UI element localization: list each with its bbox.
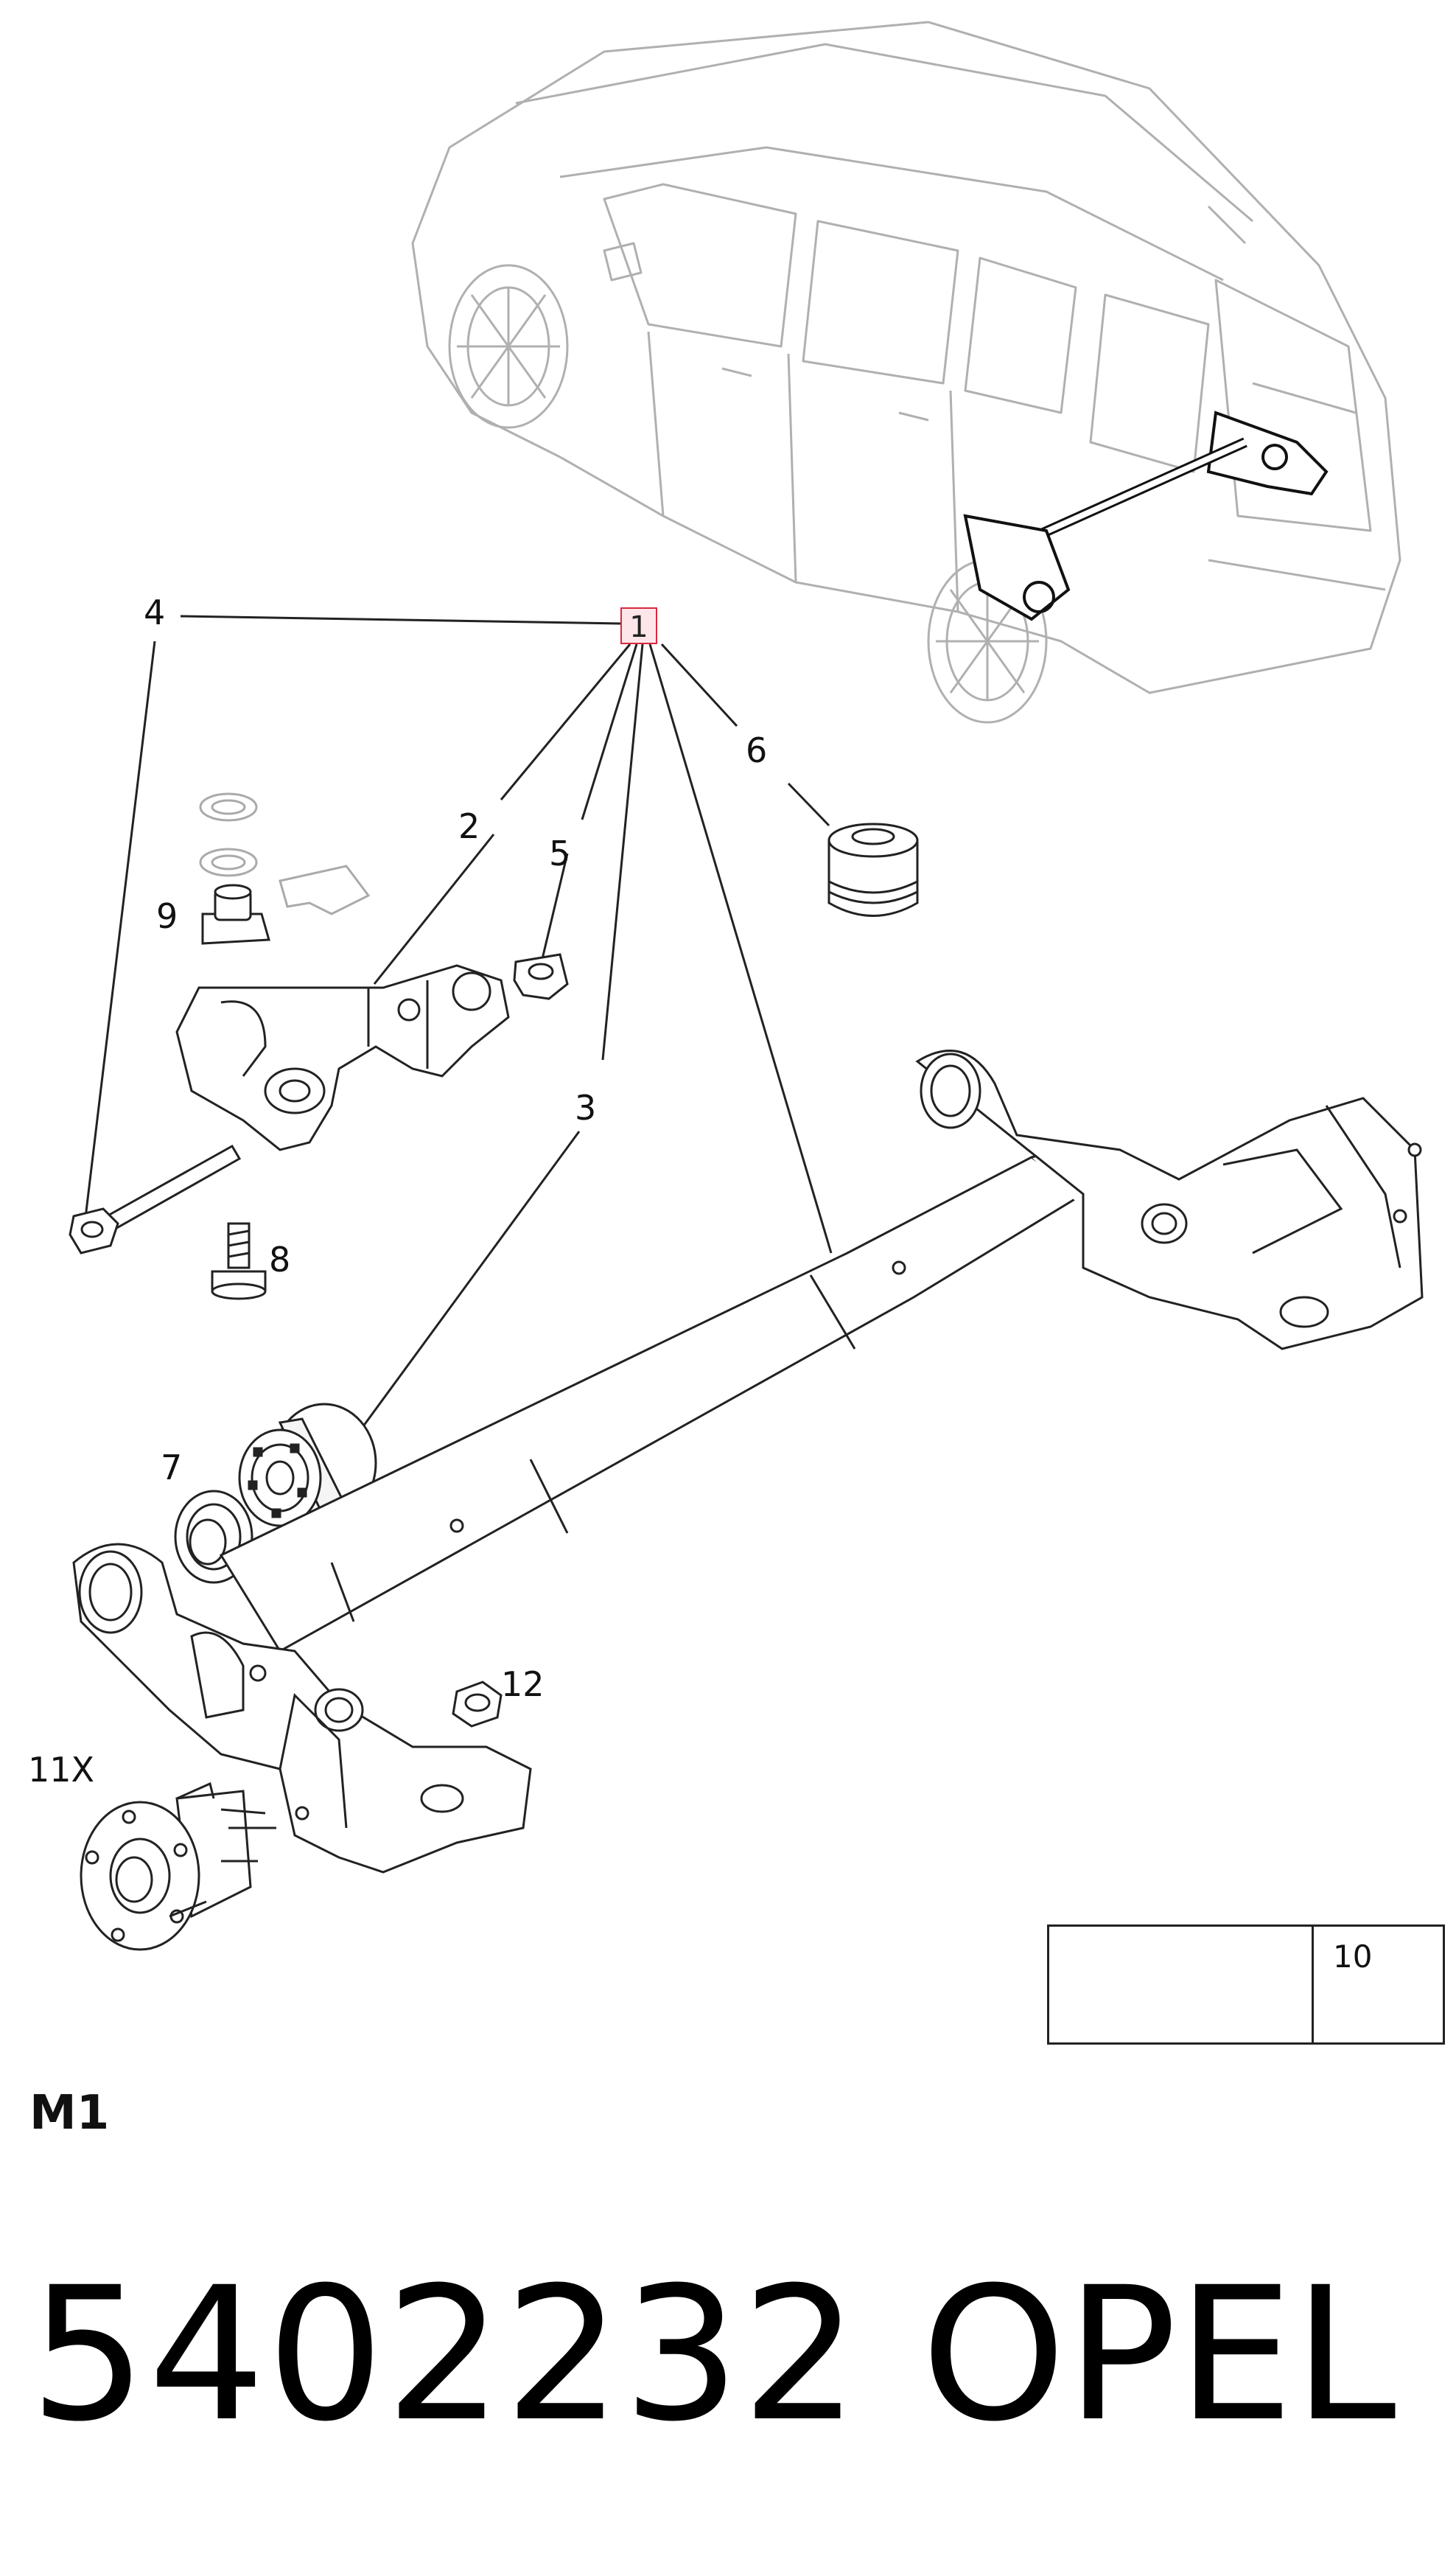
- part-6-bump-stop: [827, 823, 919, 917]
- vehicle-axle-highlight: [963, 411, 1329, 621]
- part-1-rear-axle-beam: [72, 1050, 1424, 1874]
- part-9-bushing-cap: [199, 792, 371, 945]
- part-3-rubber-bushing: [238, 1403, 377, 1527]
- callout-5[interactable]: 5: [549, 834, 571, 873]
- callout-8[interactable]: 8: [269, 1240, 291, 1280]
- part-8-screw: [211, 1222, 267, 1300]
- callout-4[interactable]: 4: [144, 593, 166, 632]
- leader-lines: [83, 615, 833, 1438]
- callout-9[interactable]: 9: [156, 896, 178, 936]
- legend-divider: [1312, 1927, 1314, 2042]
- callout-12[interactable]: 12: [501, 1664, 545, 1704]
- legend-box: 10: [1047, 1924, 1445, 2045]
- part-5-nut: [513, 953, 569, 1000]
- part-2-mounting-bracket: [175, 964, 510, 1151]
- callout-10[interactable]: 10: [1333, 1938, 1373, 1975]
- brand-name: OPEL: [921, 2247, 1396, 2462]
- section-code: M1: [29, 2086, 110, 2140]
- callout-6[interactable]: 6: [746, 730, 768, 770]
- callout-2[interactable]: 2: [458, 806, 480, 846]
- part-7-ring: [174, 1490, 253, 1584]
- callout-7[interactable]: 7: [161, 1448, 183, 1487]
- callout-1[interactable]: 1: [620, 607, 657, 644]
- callout-3[interactable]: 3: [575, 1088, 597, 1128]
- part-12-nut: [452, 1681, 503, 1728]
- part-4-long-bolt: [69, 1144, 242, 1254]
- part-number: 5402232: [29, 2247, 861, 2462]
- vehicle-outline: [411, 21, 1401, 724]
- callout-11x[interactable]: 11X: [28, 1750, 95, 1790]
- part-11x-wheel-hub: [80, 1781, 276, 1951]
